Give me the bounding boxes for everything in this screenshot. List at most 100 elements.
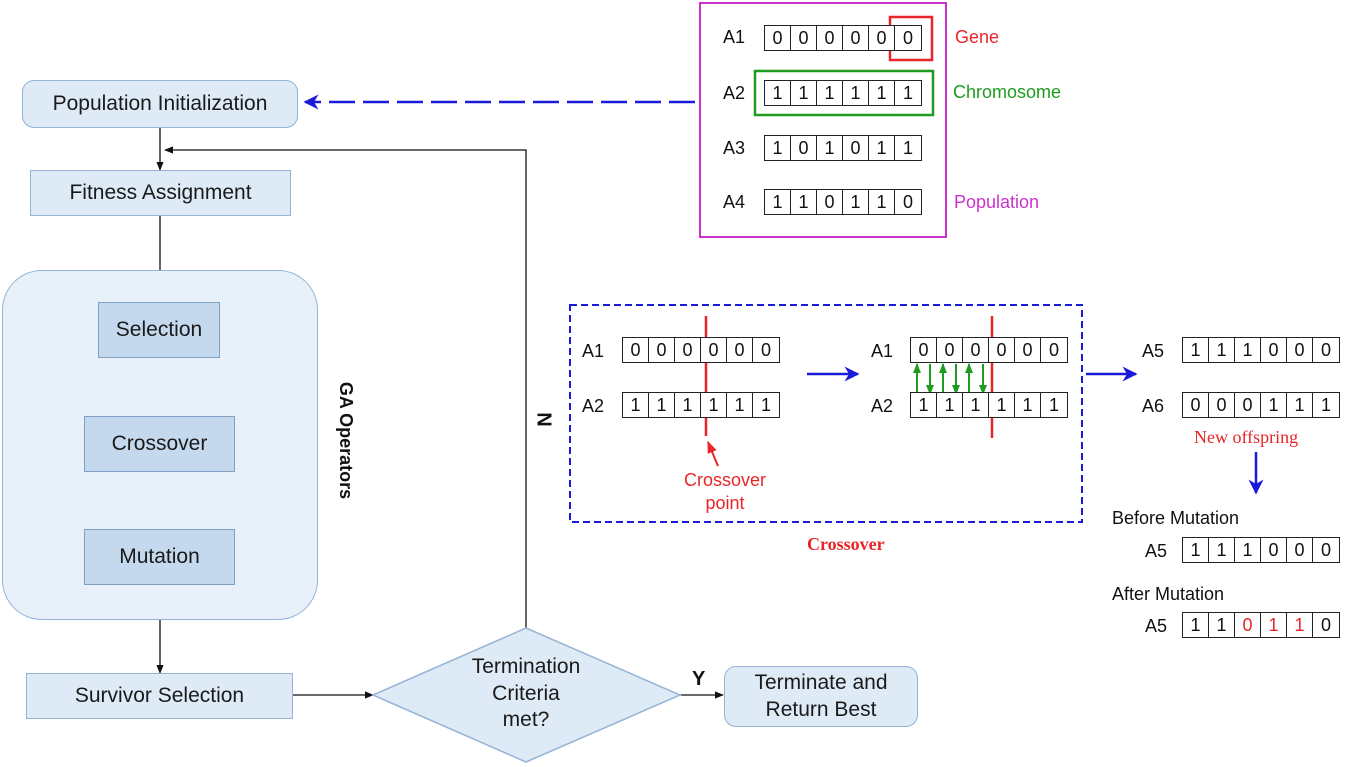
gene-cell: 1 [760,394,771,415]
crossover-panel-frame [569,304,1083,523]
gene-cell: 1 [675,393,701,417]
termination-diamond [371,627,682,763]
crossover-point-pointer [707,440,719,467]
gene-cell: 1 [869,136,895,160]
before-mutation-label: Before Mutation [1112,508,1240,528]
crossover-point-label: Crossover point [680,469,770,516]
crossover-point-line-1: Crossover [683,470,767,490]
population-initialization-box[interactable]: Population Initialization [22,80,298,128]
gene-cell: 1 [623,393,649,417]
termination-text[interactable]: Termination Criteria met? [440,654,612,734]
selection-box[interactable]: Selection [98,302,220,358]
gene-cell: 1 [1261,613,1287,637]
gene-cell: 1 [1235,538,1261,562]
chromosome-highlight [753,69,935,117]
gene-cell: 0 [1183,393,1209,417]
gene-cell: 0 [1261,538,1287,562]
gene-cell: 1 [1183,338,1209,362]
row-label: A2 [582,396,605,416]
gene-cell: 1 [1209,613,1235,637]
gene-cell: 0 [623,338,649,362]
crossover-box[interactable]: Crossover [84,416,235,472]
row-label: A5 [1145,541,1168,561]
termination-line-1: Termination [471,655,581,678]
gene-cell: 0 [869,26,895,50]
gene-cell: 1 [1287,393,1313,417]
row-label: A5 [1145,616,1168,636]
arrow-no-loop [164,146,527,628]
row-label: A1 [582,341,605,361]
after-mutation-label: After Mutation [1112,584,1225,604]
gene-cell: 1 [869,190,895,214]
gene-cell: 0 [791,136,817,160]
gene-cell: 1 [765,136,791,160]
gene-cell: 0 [1048,339,1059,360]
gene-cell: 0 [817,190,843,214]
termination-line-3: met? [502,708,550,732]
gene-cell: 0 [1320,539,1331,560]
terminate-box[interactable]: Terminate and Return Best [724,666,918,727]
gene-cell: 0 [701,338,727,362]
gene-cell: 0 [1261,338,1287,362]
gene-cell: 1 [791,190,817,214]
gene-cell: 1 [701,393,727,417]
gene-cell: 1 [1183,538,1209,562]
gene-cell: 1 [869,81,895,105]
crossover-caption: Crossover [807,534,885,554]
survivor-selection-box[interactable]: Survivor Selection [26,673,293,719]
row-label: A5 [1142,341,1165,361]
mutation-box[interactable]: Mutation [84,529,235,585]
gene-cell: 1 [765,81,791,105]
gene-cell: 1 [649,393,675,417]
gene-cell: 1 [937,393,963,417]
gene-cell: 1 [1183,613,1209,637]
gene-cell: 1 [1209,538,1235,562]
gene-cell: 0 [1320,614,1331,635]
row-label: A4 [723,192,746,212]
gene-cell: 0 [1209,393,1235,417]
yes-label: Y [692,668,706,690]
gene-cell: 0 [765,26,791,50]
population-label: Population [954,192,1040,212]
gene-cell: 0 [902,191,913,212]
chromosome-label: Chromosome [953,82,1062,102]
gene-cell: 1 [817,81,843,105]
gene-cell: 1 [1209,338,1235,362]
gene-cell: 0 [902,27,913,48]
gene-cell: 1 [902,137,913,158]
gene-cell: 0 [937,338,963,362]
gene-cell: 1 [843,81,869,105]
gene-cell: 0 [963,338,989,362]
gene-cell: 0 [727,338,753,362]
gene-label: Gene [955,27,1000,47]
gene-cell: 0 [1235,613,1261,637]
gene-cell: 1 [727,393,753,417]
population-frame [699,2,947,238]
row-label: A6 [1142,396,1165,416]
no-label: N [532,412,555,427]
gene-cell: 1 [1287,613,1313,637]
gene-cell: 0 [1287,338,1313,362]
crossover-point-line-2: point [705,493,745,514]
gene-cell: 0 [1015,338,1041,362]
row-label: A1 [723,27,746,47]
fitness-assignment-box[interactable]: Fitness Assignment [30,170,291,216]
row-label: A2 [871,396,894,416]
new-offspring-label: New offspring [1194,427,1299,447]
gene-cell: 0 [843,136,869,160]
gene-cell: 1 [911,393,937,417]
row-label: A1 [871,341,894,361]
swap-arrows [913,363,987,395]
gene-cell: 1 [1235,338,1261,362]
gene-cell: 0 [817,26,843,50]
gene-cell: 1 [791,81,817,105]
gene-cell: 0 [760,339,771,360]
